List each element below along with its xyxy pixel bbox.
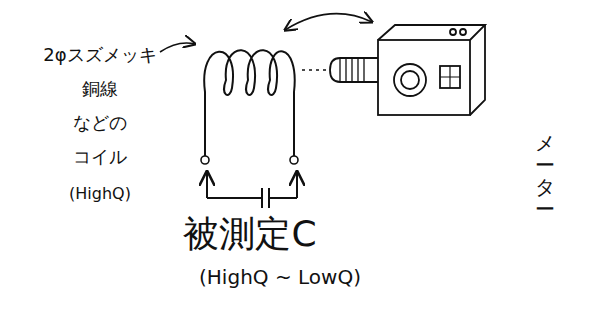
- capacitor-symbol: [207, 172, 297, 208]
- terminal: [290, 156, 298, 164]
- q-note: (HighQ): [30, 184, 170, 204]
- measured-c-label: 被測定C: [150, 212, 350, 256]
- meter-label: メーター: [535, 132, 555, 220]
- terminal: [201, 156, 209, 164]
- coil-note: 2φスズメッキ 銅線 などの コイル: [30, 38, 170, 174]
- q-range-note: (HighQ ~ LowQ): [175, 264, 385, 290]
- dotted-line: [302, 69, 330, 70]
- leader-arrow: [160, 43, 195, 52]
- meter-illustration: [330, 25, 485, 115]
- coupling-arrow: [285, 14, 372, 30]
- coil: [204, 50, 295, 156]
